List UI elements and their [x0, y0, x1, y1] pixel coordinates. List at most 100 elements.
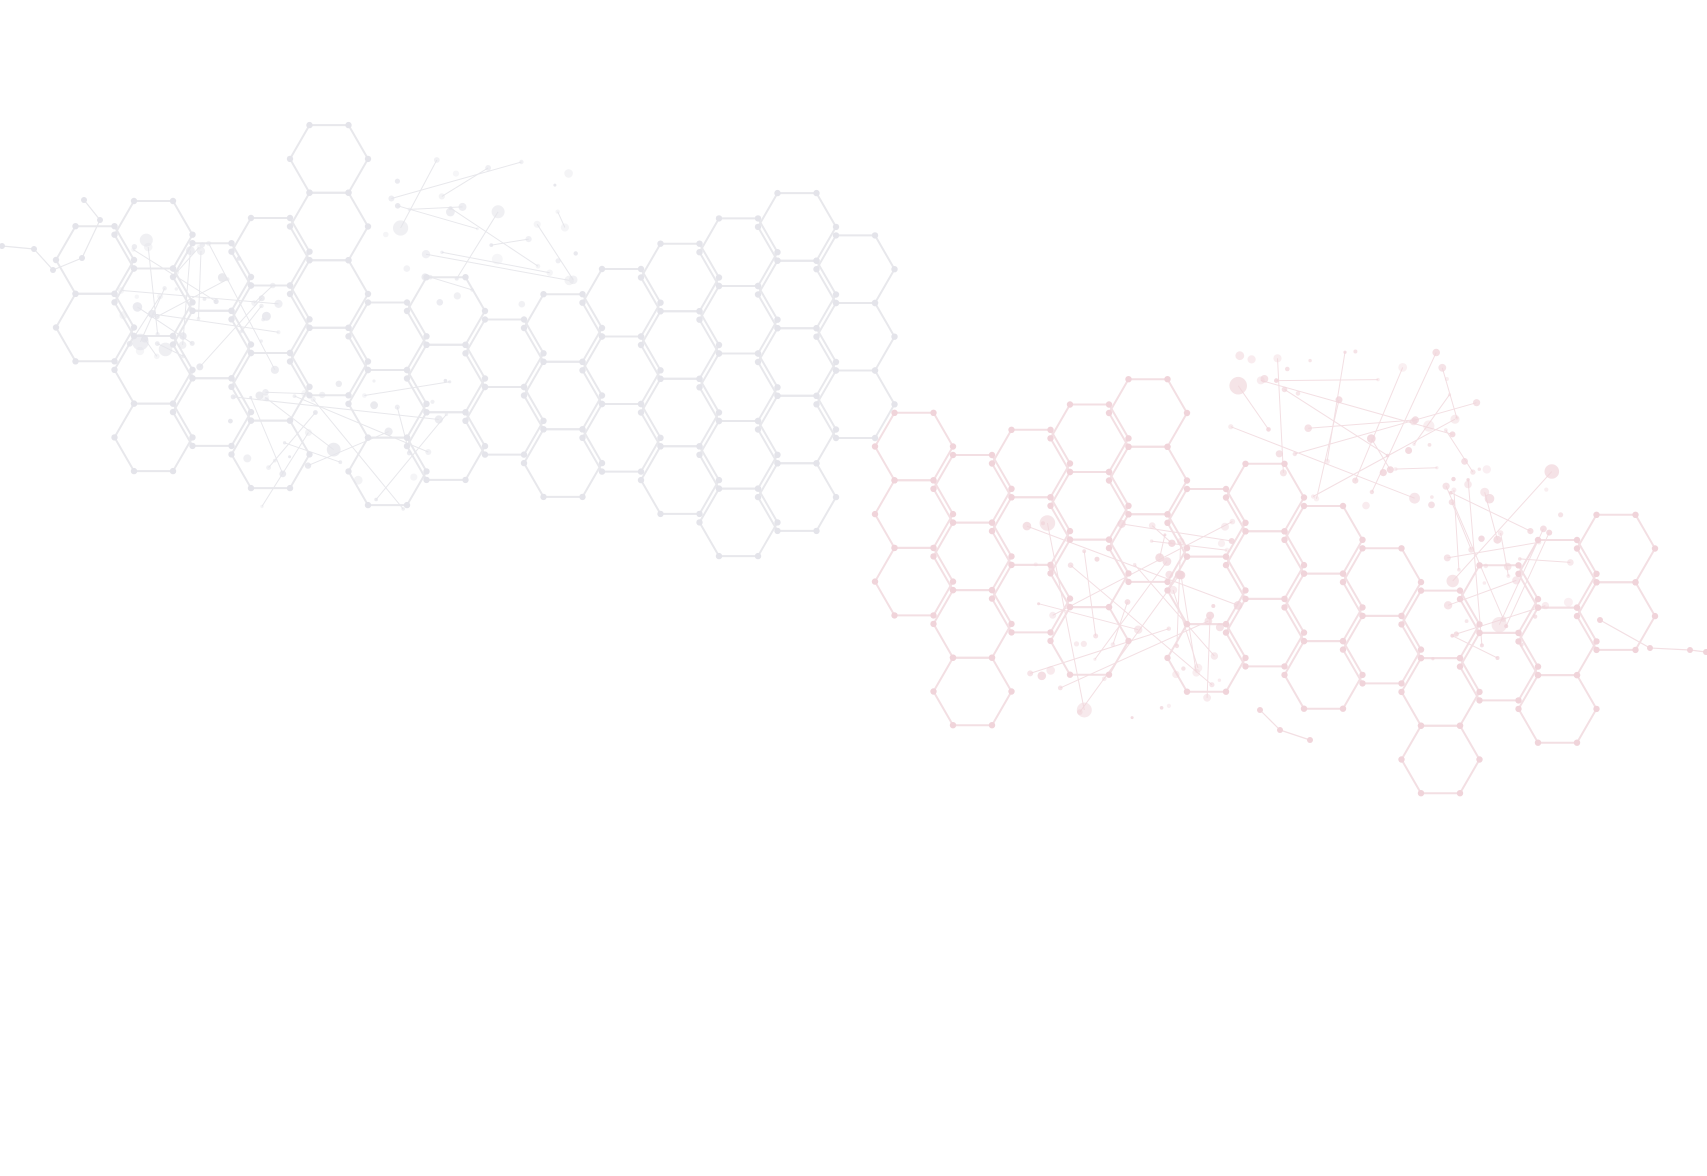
- molecule-dot: [1057, 685, 1063, 691]
- hexagon-vertex-dot: [696, 308, 703, 315]
- molecule-dot: [162, 286, 167, 291]
- hexagon-vertex-dot: [1398, 612, 1405, 620]
- molecule-dot: [119, 311, 128, 320]
- molecule-dot: [1482, 581, 1487, 585]
- hexagon-cell: [171, 377, 253, 447]
- molecule-link: [1451, 501, 1472, 550]
- hexagon-vertex-dot: [169, 197, 177, 205]
- molecule-link: [1326, 352, 1346, 462]
- hexagon-vertex-dot: [403, 307, 411, 315]
- molecule-dot: [555, 258, 561, 264]
- hexagon-vertex-dot: [1281, 528, 1288, 535]
- molecule-dot: [158, 342, 173, 357]
- hexagon-vertex-dot: [1222, 688, 1230, 695]
- hexagon-vertex-dot: [1593, 579, 1600, 586]
- hexagon-cell: [990, 428, 1072, 499]
- molecule-dot: [1703, 649, 1707, 655]
- hexagon-vertex-dot: [130, 400, 138, 407]
- hexagon-vertex-dot: [1534, 536, 1542, 544]
- hexagon-vertex-dot: [403, 434, 411, 441]
- molecule-dot: [525, 236, 532, 243]
- hexagon-cell: [464, 386, 545, 456]
- molecule-dot: [1353, 349, 1358, 354]
- hexagon-vertex-dot: [871, 578, 879, 585]
- molecule-link: [1294, 402, 1477, 455]
- hexagon-vertex-dot: [1125, 443, 1132, 450]
- hexagon-vertex-dot: [598, 468, 606, 475]
- molecule-dot: [1376, 377, 1380, 382]
- molecule-dot: [1412, 442, 1416, 446]
- molecule-dot: [1362, 501, 1370, 510]
- hexagon-vertex-dot: [1515, 570, 1522, 577]
- hexagon-vertex-dot: [1359, 680, 1366, 687]
- hexagon-vertex-dot: [1105, 544, 1113, 552]
- hexagon-cell: [873, 546, 955, 617]
- hexagon-vertex-dot: [1651, 612, 1659, 620]
- molecule-dot: [270, 282, 276, 289]
- molecule-dot: [1446, 574, 1459, 588]
- molecule-link: [1452, 635, 1498, 659]
- hexagon-cell: [1341, 547, 1423, 617]
- molecule-dot: [1163, 533, 1167, 537]
- hexagon-vertex-dot: [832, 299, 840, 307]
- molecule-dot: [1447, 393, 1452, 397]
- hexagon-vertex-dot: [286, 214, 294, 222]
- hexagon-vertex-dot: [1456, 722, 1464, 729]
- molecule-dot: [1049, 611, 1057, 619]
- hexagon-vertex-dot: [930, 620, 937, 628]
- molecule-dot: [1094, 556, 1100, 562]
- hexagon-vertex-dot: [930, 477, 937, 484]
- hexagon-cell: [815, 369, 896, 439]
- hexagon-vertex-dot: [579, 358, 586, 365]
- molecule-dot: [1558, 512, 1564, 518]
- hexagon-vertex-dot: [637, 400, 645, 408]
- molecule-link: [441, 251, 550, 274]
- hexagon-vertex-dot: [247, 484, 255, 492]
- hexagon-vertex-dot: [1105, 468, 1113, 476]
- molecule-link: [1413, 394, 1450, 445]
- hexagon-vertex-dot: [871, 232, 879, 239]
- hexagon-vertex-dot: [403, 366, 411, 374]
- hexagon-cell: [698, 352, 779, 422]
- molecule-link: [1070, 564, 1213, 686]
- hexagon-vertex-dot: [1008, 553, 1015, 560]
- hexagon-vertex-dot: [540, 417, 547, 424]
- hexagon-vertex-dot: [52, 256, 60, 264]
- molecule-dot: [1567, 559, 1574, 566]
- molecule-dot: [1398, 363, 1408, 372]
- hexagon-vertex-dot: [189, 307, 196, 314]
- molecule-dot: [157, 293, 164, 300]
- molecule-dot: [430, 399, 435, 404]
- molecule-link: [450, 207, 539, 267]
- hexagon-vertex-dot: [1125, 570, 1132, 577]
- molecule-link: [1094, 561, 1168, 660]
- hexagon-vertex-dot: [754, 215, 762, 222]
- molecule-dot: [262, 389, 269, 396]
- hexagon-vertex-dot: [1164, 511, 1171, 518]
- hexagon-vertex-dot: [1573, 739, 1581, 746]
- hexagon-cell: [347, 301, 428, 371]
- molecule-dot: [1277, 727, 1283, 733]
- molecule-link: [176, 246, 200, 273]
- hexagon-vertex-dot: [1047, 637, 1054, 645]
- hexagon-vertex-dot: [988, 527, 996, 535]
- molecule-dot: [213, 298, 219, 305]
- hexagon-cell: [1224, 530, 1306, 600]
- hexagon-vertex-dot: [520, 383, 528, 391]
- molecule-dot: [1022, 521, 1032, 531]
- hexagon-vertex-dot: [598, 333, 606, 340]
- molecule-dot: [1148, 522, 1156, 529]
- molecule-dot: [1423, 420, 1435, 432]
- molecule-link: [1395, 467, 1437, 470]
- hexagon-vertex-dot: [1534, 739, 1542, 746]
- hexagon-vertex-dot: [130, 324, 138, 331]
- molecule-dot: [264, 397, 269, 402]
- molecule-dot: [338, 460, 343, 465]
- hexagon-cell: [990, 496, 1072, 566]
- molecule-dot: [1563, 597, 1573, 607]
- molecule-dot: [1166, 703, 1171, 709]
- hexagon-vertex-dot: [696, 316, 703, 323]
- hexagon-vertex-dot: [189, 299, 196, 306]
- hexagon-vertex-dot: [988, 460, 996, 467]
- hexagon-vertex-dot: [754, 223, 762, 231]
